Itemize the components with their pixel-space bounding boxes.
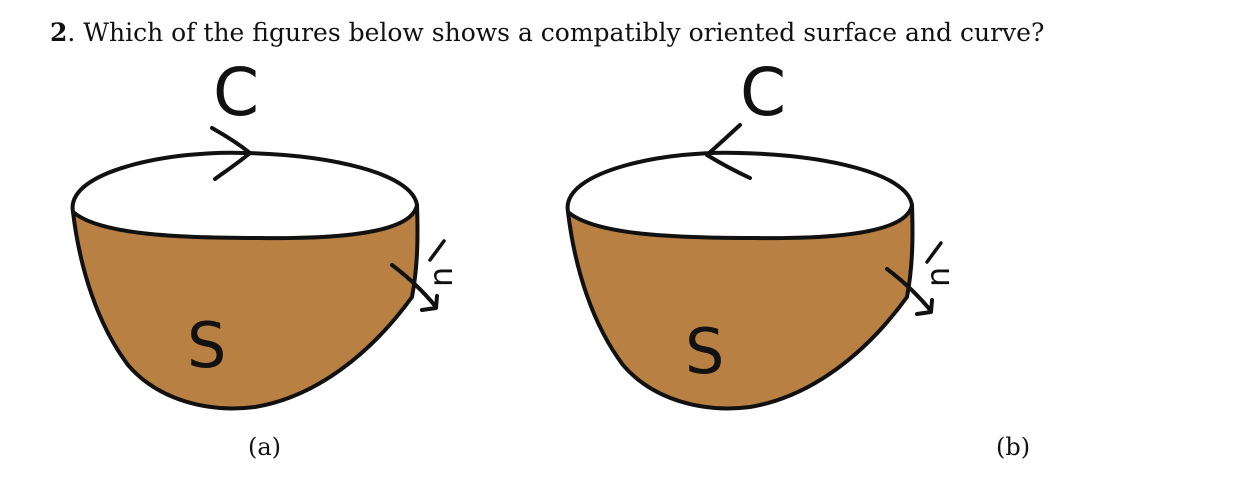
question-body: Which of the figures below shows a compa…	[75, 18, 1045, 47]
curve-c-rim	[70, 150, 419, 241]
curve-label: C	[740, 54, 786, 131]
figure-b-caption: (b)	[996, 433, 1031, 461]
figure-a-caption: (a)	[248, 433, 282, 461]
figure-a-diagram: n C S	[70, 54, 460, 411]
curve-direction-arrow-icon	[210, 126, 252, 181]
normal-label: n	[919, 267, 957, 287]
question-separator: .	[67, 18, 76, 47]
surface-label: S	[685, 315, 724, 388]
normal-label: n	[422, 267, 460, 287]
surface-label: S	[187, 309, 226, 382]
curve-label: C	[213, 54, 259, 131]
normal-vector-bar-icon	[428, 239, 446, 262]
curve-direction-arrow-icon	[705, 123, 752, 180]
normal-vector-bar-icon	[925, 241, 943, 264]
question-text: 2. Which of the figures below shows a co…	[50, 16, 1044, 50]
normal-vector-arrow-icon	[390, 263, 439, 312]
normal-vector-arrow-icon	[885, 267, 934, 316]
figure-b-diagram: n C S	[565, 54, 957, 411]
curve-c-rim	[565, 150, 914, 241]
question-number: 2	[50, 18, 68, 47]
